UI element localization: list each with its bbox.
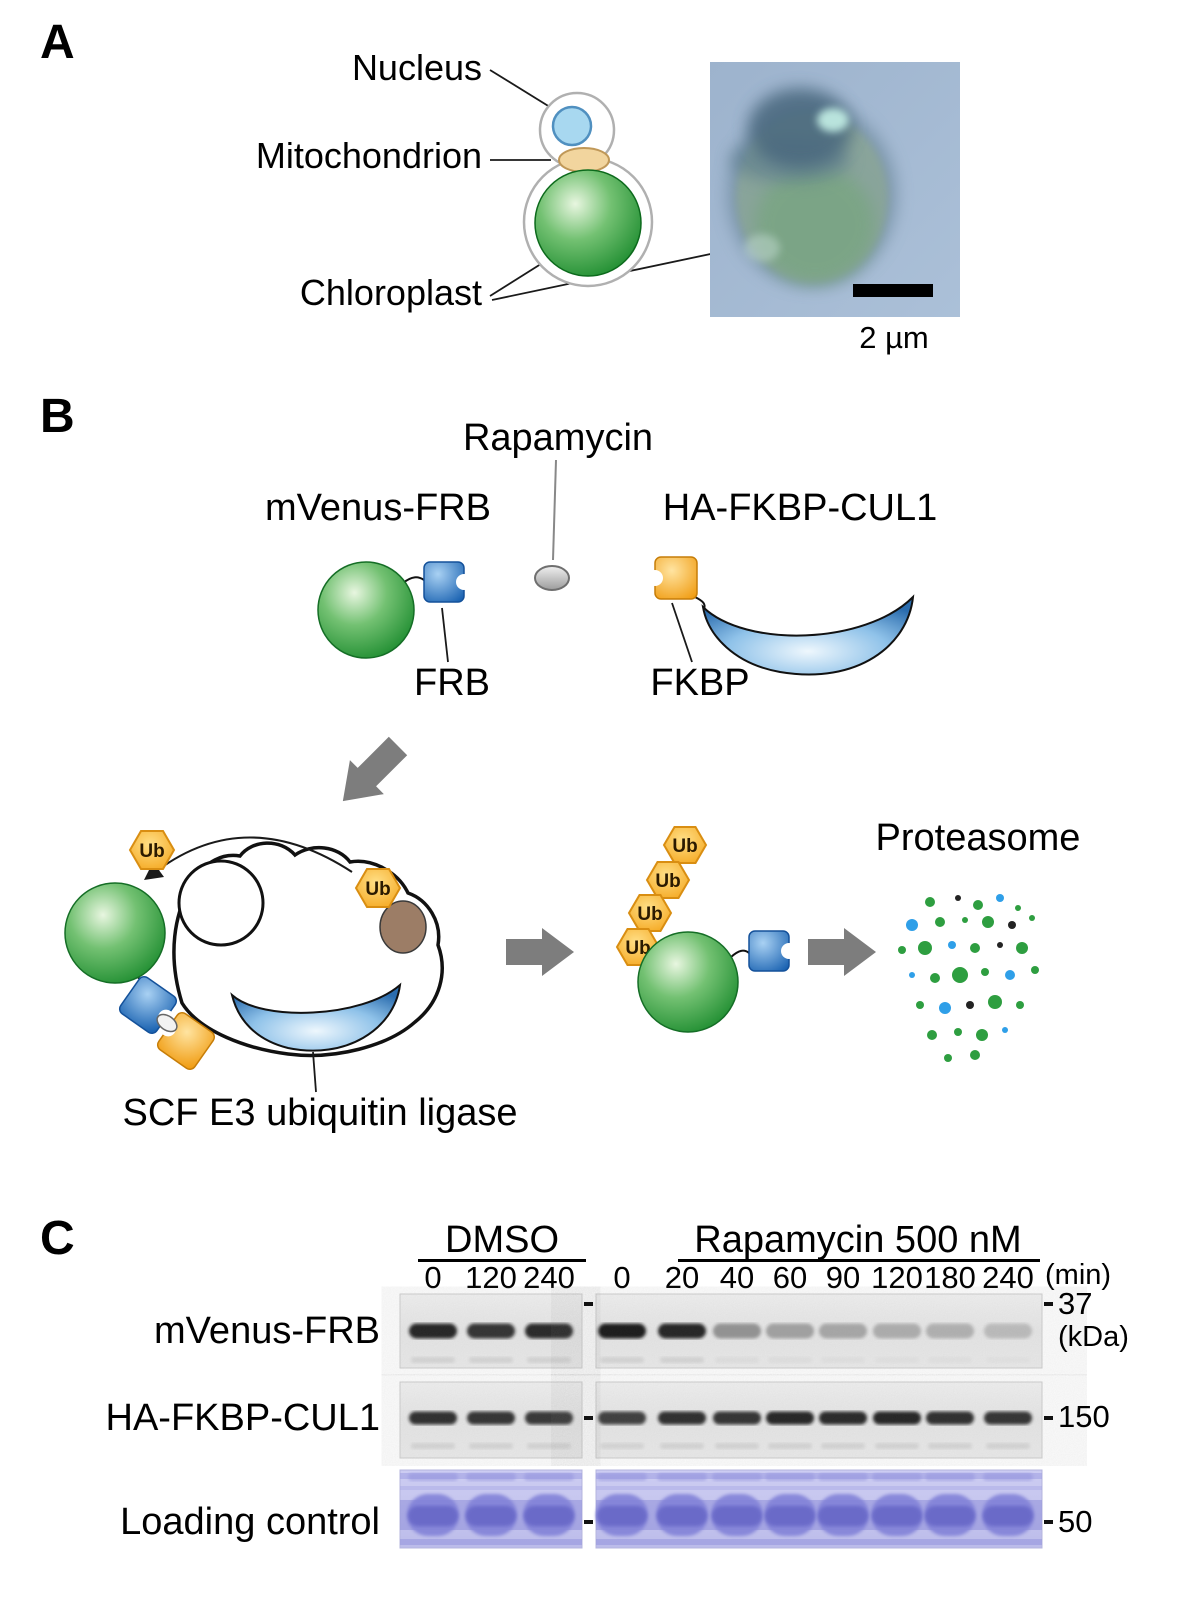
min-label: (min) [1045,1259,1111,1291]
panel-a: A Nucleus Mitochondrion Chloroplast [40,16,960,355]
mvenus-frb-label: mVenus-FRB [265,487,491,529]
mvenus-sphere-ubiquitinated [637,931,739,1033]
mitochondrion-shape [558,147,610,173]
rapamycin-leader-line [552,459,557,561]
blot-panels [399,1293,1043,1549]
ub-hexagon: Ub [645,861,691,899]
fkbp-label: FKBP [650,662,749,704]
svg-text:Ub: Ub [655,871,680,892]
mw-150: 150 [1058,1399,1110,1434]
cell-chloroplast-region [755,167,875,283]
scale-bar [853,284,933,297]
panel-a-label: A [40,16,75,69]
svg-text:Ub: Ub [672,836,697,857]
time-label: 20 [665,1260,699,1295]
ub-hexagon: Ub [662,826,708,864]
time-label: 90 [826,1260,860,1295]
panel-b-label: B [40,390,75,443]
chloroplast-shape [534,169,642,277]
proteasome-label: Proteasome [876,817,1081,859]
cul1-crescent-in-complex [230,982,402,1052]
frb-pocket-notch [456,574,472,590]
ha-fkbp-cul1-label: HA-FKBP-CUL1 [663,487,938,529]
skp1-lobe [177,859,265,947]
time-labels: 0 120 240 0 20 40 60 90 120 180 240 (min… [424,1259,1111,1295]
cell-top-region [748,88,852,168]
micrograph [710,62,960,317]
fkbp-leader-line [671,602,693,663]
ha-fkbp-cul1-cartoon: FKBP [647,556,915,704]
sphere-frb-connector [730,949,750,958]
panel-b: B Rapamycin mVenus-FRB HA-FKBP-CUL1 FRB … [40,390,1080,1134]
ub-transfer-arrow [157,836,353,873]
degradation-dots [898,894,1039,1062]
time-label: 0 [613,1260,630,1295]
e2-enzyme [379,900,427,954]
scf-complex: Ub Ub SCF E3 ubiquitin ligase [64,830,518,1134]
time-label: 60 [773,1260,807,1295]
frb-label: FRB [414,662,490,704]
rapamycin-header: Rapamycin 500 nM [694,1219,1021,1261]
noise-overlay [596,1294,1042,1368]
blot-row-label-loading: Loading control [120,1501,380,1543]
nucleus-shape [551,105,593,147]
noise-overlay [596,1382,1042,1458]
mitochondrion-label: Mitochondrion [256,135,482,176]
ub-hexagon: Ub [354,868,402,908]
time-label: 240 [523,1260,575,1295]
cell-lower-highlight [744,234,780,262]
svg-text:Ub: Ub [625,938,650,959]
loading-control-lanes [407,1473,1034,1536]
mw-ticks [584,1302,1053,1524]
dmso-header: DMSO [445,1219,559,1261]
ub-hexagon: Ub [627,894,673,932]
ub-transfer-arrowhead [144,862,164,880]
svg-text:Ub: Ub [637,904,662,925]
time-label: 180 [924,1260,976,1295]
polyubiquitinated-substrate: Ub Ub Ub Ub [615,826,797,1033]
mvenus-sphere [317,561,415,659]
arrow-down-left [342,736,408,802]
chloroplast-label: Chloroplast [300,272,482,313]
panel-c: C DMSO Rapamycin 500 nM 0 120 240 0 20 4… [40,1212,1129,1549]
nucleus-leader-line [489,69,559,113]
arrow-right-2 [808,928,876,976]
nucleus-label: Nucleus [352,47,482,88]
mw-37: 37 [1058,1286,1092,1321]
noise-overlay [400,1382,582,1458]
mw-kda: (kDa) [1058,1321,1129,1353]
rapamycin-underline [678,1259,1040,1262]
fkbp-pocket-notch [647,570,663,586]
svg-text:Ub: Ub [139,841,164,862]
ub-hexagon: Ub [128,830,176,870]
rapamycin-label: Rapamycin [463,417,653,459]
dmso-underline [418,1259,586,1262]
blot-row-label-cul1: HA-FKBP-CUL1 [106,1397,381,1439]
cell-diagram [522,91,654,288]
rapamycin-molecule [534,565,570,591]
cell-bright-spot [817,108,849,132]
arrow-right-1 [506,928,574,976]
scf-leader-line [312,1051,317,1093]
mvenus-sphere-bound [64,882,166,984]
time-label: 40 [720,1260,754,1295]
frb-leader-line [441,607,449,663]
blot-row-label-mvenus: mVenus-FRB [154,1310,380,1352]
scf-label: SCF E3 ubiquitin ligase [123,1092,518,1134]
time-label: 120 [871,1260,923,1295]
panel-c-label: C [40,1212,75,1265]
mvenus-frb-cartoon: FRB [317,561,490,704]
noise-overlay [400,1294,582,1368]
mw-50: 50 [1058,1504,1092,1539]
scale-bar-label: 2 µm [859,320,929,355]
time-label: 120 [465,1260,517,1295]
cul1-crescent [701,594,915,676]
time-label: 240 [982,1260,1034,1295]
time-label: 0 [424,1260,441,1295]
frb-pocket-notch [781,943,797,959]
rapamycin-bound [156,1013,178,1033]
svg-text:Ub: Ub [365,879,390,900]
